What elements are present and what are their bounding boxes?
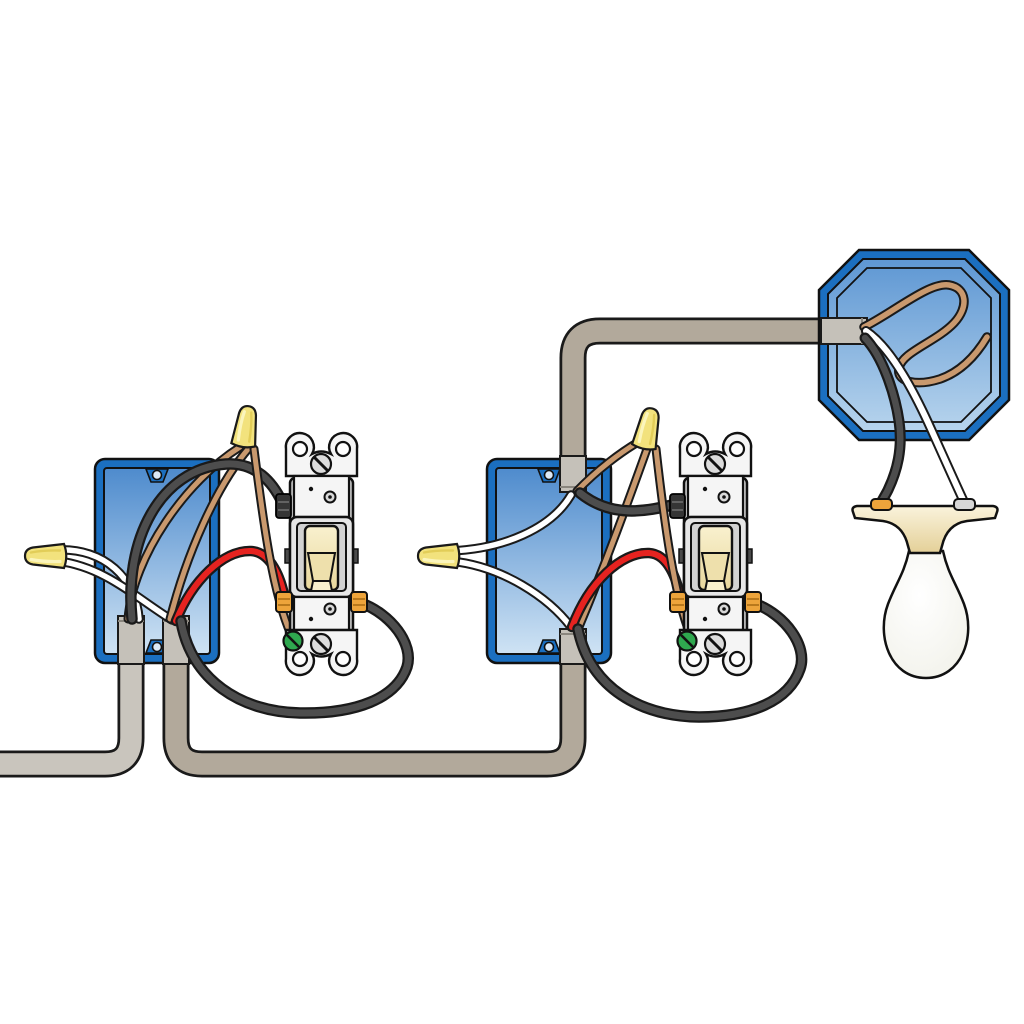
- box1-wires: [53, 442, 298, 644]
- three-way-switch-1-terminals: [275, 493, 368, 652]
- toggle-face: [306, 552, 337, 582]
- screw-slot: [312, 455, 330, 473]
- fixture-neutral-terminal: [953, 498, 976, 511]
- wire-nut-ground-1: [229, 402, 263, 451]
- connector-cable-bottom: [165, 645, 584, 775]
- mounting-ear-hole: [334, 650, 352, 668]
- connector-cable-top: [562, 320, 848, 470]
- strap-dot: [308, 486, 314, 492]
- brass-terminal-right: [350, 591, 368, 613]
- brass-terminal-left: [275, 591, 293, 613]
- connector-cable-top-outline: [559, 317, 848, 470]
- ground-screw-slot: [286, 634, 300, 648]
- three-way-switch-1-body: [284, 431, 359, 677]
- black-common-wire: [127, 460, 286, 623]
- strap-screw-dot-center: [328, 607, 332, 611]
- white-wire: [55, 547, 142, 622]
- black-traveler-wire: [574, 600, 805, 721]
- fixture-hot-terminal: [870, 498, 893, 511]
- wire-nut-white-1: [23, 542, 68, 570]
- toggle-tip: [309, 580, 334, 592]
- switch-box-1: [93, 457, 221, 665]
- box-tab-bottom-hole: [543, 641, 555, 653]
- red-traveler-wire: [173, 547, 288, 624]
- strap-dot: [308, 616, 314, 622]
- fixture-base: [851, 504, 999, 555]
- strap-screw-dot-center: [328, 495, 332, 499]
- white-wire: [55, 558, 175, 623]
- light-fixture: [851, 498, 999, 680]
- wire-nut-white-2: [416, 542, 461, 570]
- power-cable: [0, 650, 142, 775]
- box-tab-top-hole: [151, 469, 163, 481]
- screw-slot: [312, 635, 330, 653]
- ground-pigtail: [251, 446, 296, 642]
- wire-nut-ground-2: [630, 404, 666, 453]
- cables: [0, 317, 848, 778]
- white-wire: [447, 492, 574, 554]
- light-bulb: [882, 549, 970, 680]
- ground-wire-coil: [861, 282, 990, 386]
- strap-mid-top: [292, 474, 351, 519]
- mounting-ear-hole: [291, 440, 309, 458]
- box-tab-top-hole: [543, 469, 555, 481]
- white-wire: [447, 558, 574, 630]
- fixture-white-wire: [863, 328, 968, 507]
- traveler-wires: [175, 597, 808, 723]
- common-terminal: [275, 493, 292, 519]
- mounting-ear-hole: [334, 440, 352, 458]
- black-traveler-wire: [177, 599, 412, 717]
- mounting-ear-hole: [291, 650, 309, 668]
- box-tab-bottom-hole: [151, 641, 163, 653]
- strap-mid-bottom: [292, 595, 351, 632]
- power-cable-outline: [0, 650, 145, 778]
- switch-box-2: [485, 457, 613, 665]
